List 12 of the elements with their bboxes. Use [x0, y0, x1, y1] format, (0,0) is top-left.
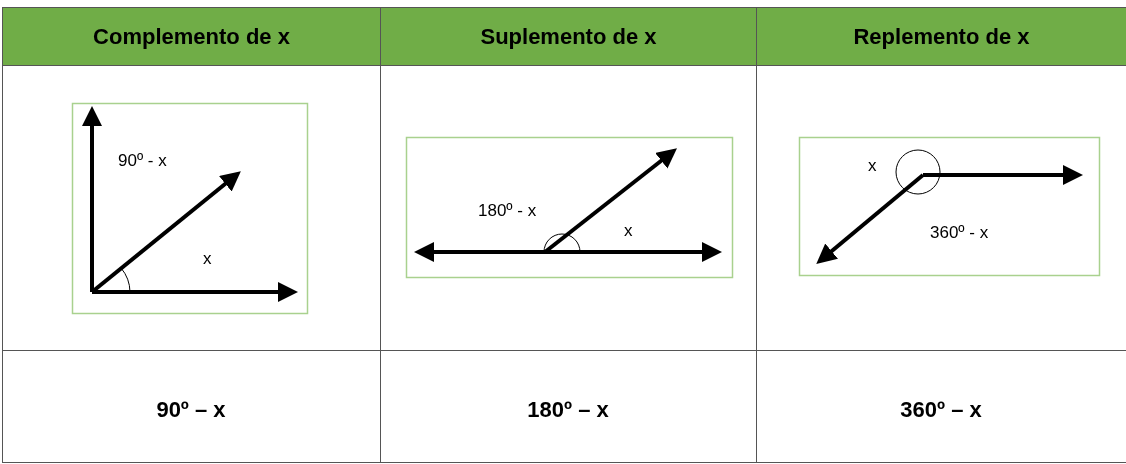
angle-label: 360º - x — [930, 224, 989, 241]
angle-label: x — [624, 222, 633, 239]
angle-label: x — [868, 157, 877, 174]
column-header: Complemento de x — [3, 8, 380, 65]
angle-label: 90º - x — [118, 152, 167, 169]
angle-label: 180º - x — [478, 202, 537, 219]
formula-text: 90º – x — [156, 399, 226, 421]
formula-text: 360º – x — [900, 399, 982, 421]
column-header: Replemento de x — [757, 8, 1126, 65]
formula-text: 180º – x — [527, 399, 609, 421]
angle-label: x — [203, 250, 212, 267]
column-header: Suplemento de x — [381, 8, 756, 65]
